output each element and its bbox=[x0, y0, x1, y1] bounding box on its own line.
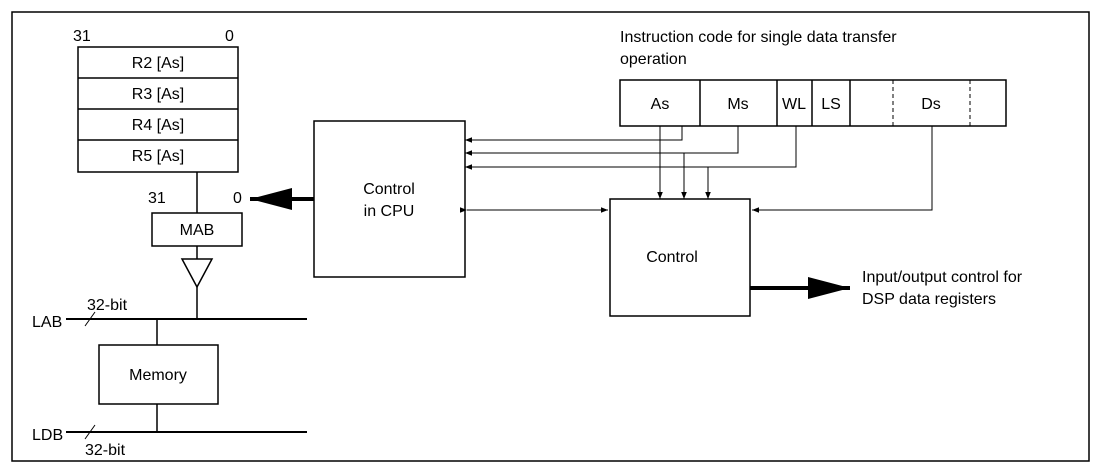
instruction-caption-line1: Instruction code for single data transfe… bbox=[620, 29, 897, 46]
field-as: As bbox=[651, 96, 670, 113]
mab-bit-low: 0 bbox=[233, 190, 242, 207]
instruction-caption-line2: operation bbox=[620, 51, 687, 68]
register-r2: R2 [As] bbox=[132, 55, 184, 72]
field-ds: Ds bbox=[921, 96, 941, 113]
lab-width-label: 32-bit bbox=[87, 297, 128, 314]
field-ms: Ms bbox=[727, 96, 748, 113]
cpu-control-line2: in CPU bbox=[364, 203, 415, 220]
ldb-width-label: 32-bit bbox=[85, 442, 126, 459]
field-signal-lines bbox=[460, 126, 933, 213]
register-r4: R4 [As] bbox=[132, 117, 184, 134]
field-wl: WL bbox=[782, 96, 806, 113]
mab-register: 31 0 MAB bbox=[148, 190, 243, 247]
cpu-control-block bbox=[313, 120, 466, 278]
buffer-triangle bbox=[180, 258, 214, 289]
register-bit-high: 31 bbox=[73, 28, 91, 45]
outer-frame bbox=[11, 11, 1090, 462]
ldb-label: LDB bbox=[32, 427, 63, 444]
register-r5: R5 [As] bbox=[132, 148, 184, 165]
mab-bit-high: 31 bbox=[148, 190, 166, 207]
memory-label: Memory bbox=[129, 367, 187, 384]
output-label-line1: Input/output control for bbox=[862, 269, 1023, 286]
memory-block bbox=[98, 344, 219, 405]
field-ls: LS bbox=[821, 96, 841, 113]
lab-label: LAB bbox=[32, 314, 62, 331]
control-label: Control bbox=[646, 249, 698, 266]
control-block bbox=[609, 198, 751, 317]
instruction-code-fields: As Ms WL LS Ds bbox=[619, 79, 1007, 127]
register-stack: 31 0 R2 [As] R3 [As] R4 [As] R5 [As] bbox=[73, 28, 239, 173]
output-label-line2: DSP data registers bbox=[862, 291, 996, 308]
cpu-control-line1: Control bbox=[363, 181, 415, 198]
mab-label: MAB bbox=[180, 222, 215, 239]
register-r3: R3 [As] bbox=[132, 86, 184, 103]
register-bit-low: 0 bbox=[225, 28, 234, 45]
